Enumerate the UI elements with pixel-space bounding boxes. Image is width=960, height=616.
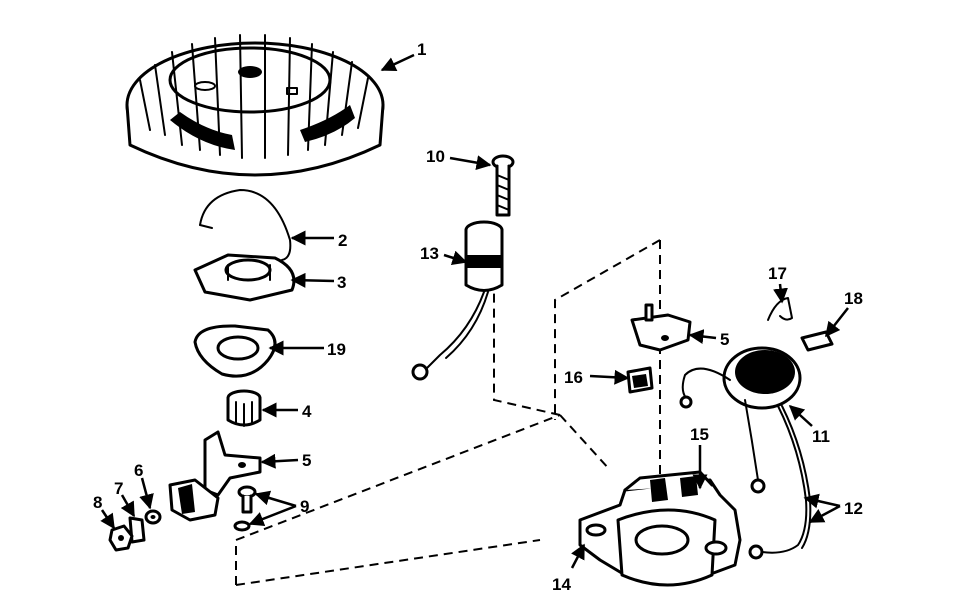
condenser <box>411 220 504 381</box>
callout-6: 6 <box>134 461 143 480</box>
callout-14: 14 <box>552 575 571 594</box>
clip-18 <box>800 330 834 352</box>
callout-10: 10 <box>426 147 445 166</box>
felt-pad <box>626 366 654 394</box>
assembly-dashed-lines <box>235 239 661 586</box>
spring-clip <box>199 189 292 261</box>
flywheel <box>125 34 385 177</box>
callout-4: 4 <box>302 402 312 421</box>
callout-9: 9 <box>300 497 309 516</box>
bushing-plate <box>193 253 296 302</box>
washer-6 <box>144 509 162 525</box>
breaker-point-right <box>630 303 692 352</box>
callout-12: 12 <box>844 499 863 518</box>
callout-1: 1 <box>417 40 426 59</box>
callout-5-left: 5 <box>302 451 311 470</box>
screw-10 <box>491 154 515 217</box>
nut-8 <box>108 524 134 552</box>
screw-and-washer <box>233 485 257 532</box>
callout-3: 3 <box>337 273 346 292</box>
spring-17 <box>767 297 793 321</box>
callout-11: 11 <box>812 427 830 446</box>
callout-13: 13 <box>420 244 439 263</box>
breaker-box <box>578 470 742 587</box>
callout-5-right: 5 <box>720 330 729 349</box>
gasket <box>193 324 277 378</box>
callout-15: 15 <box>690 425 709 444</box>
callout-16: 16 <box>564 368 583 387</box>
leader-lines <box>100 53 849 569</box>
callout-17: 17 <box>768 264 787 283</box>
ignition-coil <box>679 346 802 494</box>
sleeve <box>226 389 262 427</box>
breaker-arm-left <box>168 430 262 522</box>
callout-2: 2 <box>338 231 347 250</box>
callout-7: 7 <box>114 479 123 498</box>
callout-19: 19 <box>327 340 346 359</box>
callout-18: 18 <box>844 289 863 308</box>
callout-8: 8 <box>93 493 102 512</box>
